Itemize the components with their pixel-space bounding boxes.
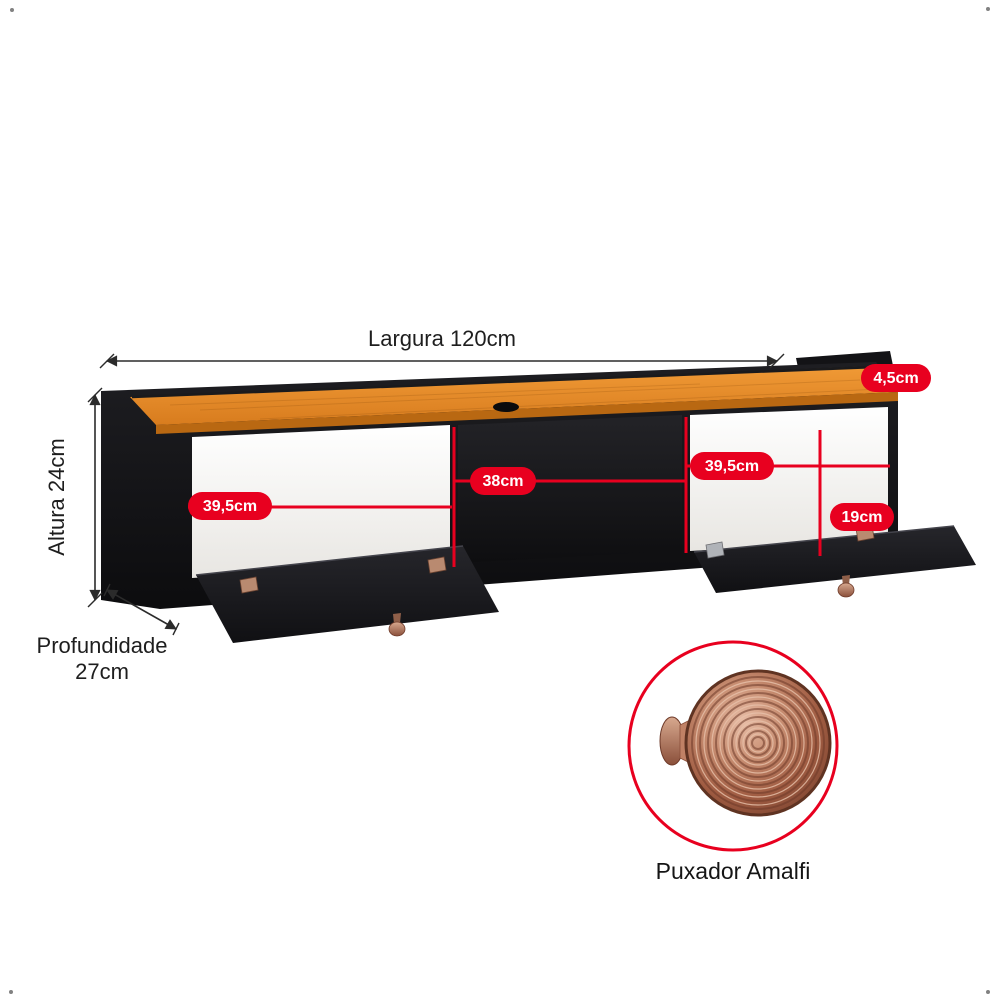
badge-middle-width-text: 38cm — [483, 473, 524, 490]
wood-grain — [169, 379, 881, 420]
knob-detail-inset — [627, 640, 839, 852]
hinge-icon — [705, 541, 725, 559]
wood-top — [130, 366, 898, 425]
width-dimension-label: Largura 120cm — [368, 326, 516, 351]
badge-left-width: 39,5cm — [188, 492, 272, 520]
middle-compartment — [458, 415, 682, 563]
height-dimension-label: Altura 24cm — [44, 438, 69, 555]
left-compartment — [192, 425, 450, 578]
badge-right-width: 39,5cm — [690, 452, 774, 480]
corner-dots — [9, 7, 990, 994]
badge-middle-width: 38cm — [470, 467, 536, 495]
badge-back-rail-height: 4,5cm — [861, 364, 931, 392]
wood-back-edge — [131, 365, 877, 399]
hinge-icon — [239, 576, 259, 594]
depth-dimension-label-line2: 27cm — [75, 659, 129, 684]
badge-left-width-text: 39,5cm — [203, 498, 257, 515]
wood-front-edge — [156, 392, 898, 434]
depth-dimension-arrow — [106, 589, 177, 630]
left-door-flap — [195, 545, 499, 643]
cable-hole — [493, 402, 519, 412]
width-dimension — [99, 353, 785, 369]
height-dimension — [87, 387, 103, 608]
badge-back-rail-text: 4,5cm — [873, 370, 918, 387]
depth-dimension-label-line1: Profundidade — [37, 633, 168, 658]
depth-dimension — [103, 583, 180, 636]
internal-measures: 39,5cm 38cm 39,5cm 19cm 4,5cm — [188, 364, 931, 567]
knob-label: Puxador Amalfi — [656, 858, 811, 884]
flap-knob-icon — [388, 613, 406, 637]
flap-knob-icon — [837, 575, 855, 598]
knob-illustration-icon — [659, 669, 832, 817]
badge-right-width-text: 39,5cm — [705, 458, 759, 475]
badge-right-height: 19cm — [830, 503, 894, 531]
badge-right-height-text: 19cm — [842, 509, 883, 526]
hinge-icon — [427, 556, 447, 574]
